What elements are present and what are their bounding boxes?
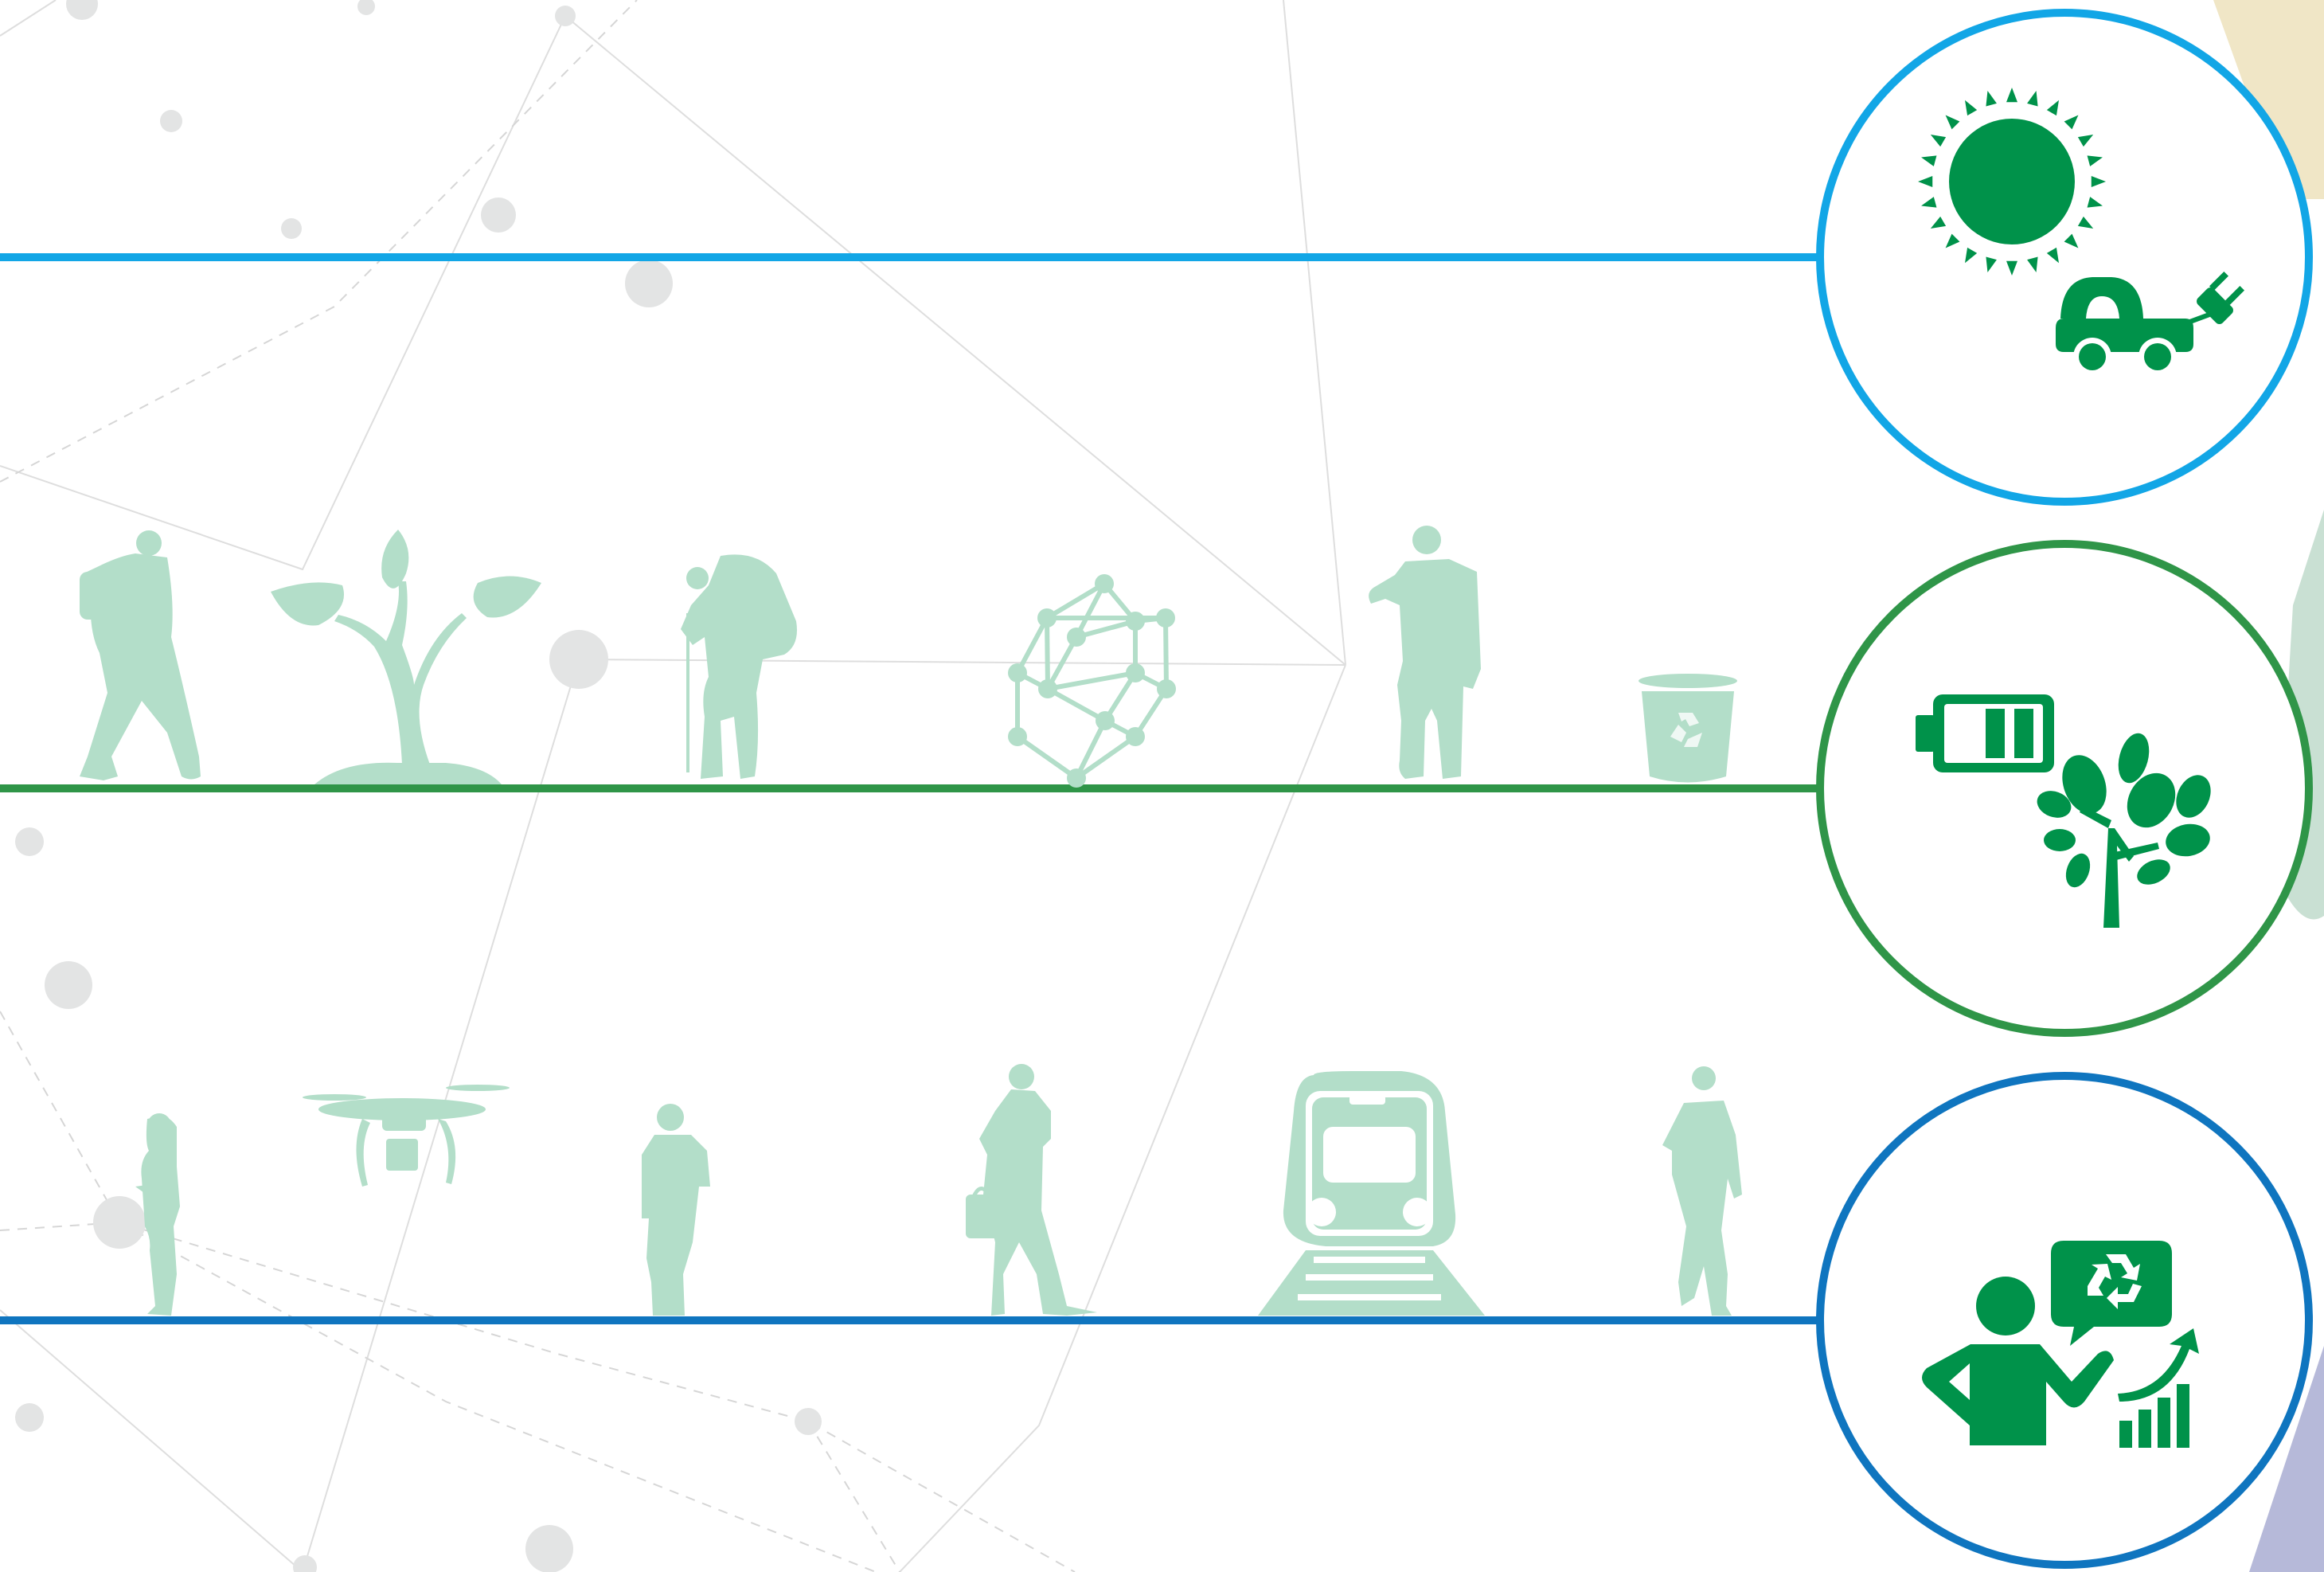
woman-with-bag-icon — [966, 1064, 1097, 1316]
middle-row-silhouettes — [80, 526, 1737, 788]
molecule-atom — [1067, 768, 1086, 788]
molecule-atom — [1008, 663, 1027, 682]
sun-ray — [1965, 100, 1978, 116]
molecule-bond — [1045, 581, 1106, 620]
molecule-atom — [1126, 727, 1145, 746]
molecule-atom — [1038, 679, 1057, 698]
sun-ray — [1921, 155, 1937, 166]
woman-standing-icon — [135, 1113, 180, 1316]
sun-icon — [1918, 88, 2106, 276]
train-icon — [1258, 1071, 1485, 1316]
battery-and-tree-icon — [1916, 694, 2211, 928]
tier-line-top — [0, 253, 1823, 261]
molecule-bond — [1045, 617, 1050, 690]
molecule-bond — [1046, 686, 1107, 723]
sun-ray — [2006, 260, 2017, 276]
sun-ray — [1918, 176, 1933, 187]
molecule-atom — [1008, 727, 1027, 746]
sun-ray — [2087, 155, 2103, 166]
sun-ray — [2077, 216, 2094, 229]
molecule-atom — [1096, 711, 1115, 730]
molecule-atom — [1067, 628, 1086, 647]
sun-ray — [1930, 135, 1947, 147]
battery-icon — [1916, 694, 2054, 772]
molecule-atom — [1037, 608, 1057, 628]
corner-tan-shape — [2213, 0, 2324, 199]
sun-ray — [1921, 197, 1937, 208]
sun-ray — [2091, 176, 2106, 187]
molecule-bond — [1016, 734, 1078, 780]
sun-ray — [1986, 91, 1997, 107]
molecule-bond — [1045, 635, 1079, 690]
man-walking-icon — [1662, 1066, 1742, 1316]
sun-ray — [2064, 233, 2079, 248]
sun-ray — [1965, 247, 1978, 264]
sun-and-electric-car-icon — [1918, 88, 2245, 376]
hiker-icon — [80, 530, 201, 780]
sprout-icon — [271, 530, 541, 784]
molecule-bond — [1047, 671, 1136, 691]
businessman-icon — [1369, 526, 1481, 779]
network-background — [0, 0, 1346, 1572]
person-recycling-growth-icon — [1922, 1241, 2199, 1448]
sun-ray — [2027, 256, 2038, 272]
network-dots — [15, 0, 822, 1572]
molecule-atom — [1095, 574, 1114, 593]
molecule-atom — [1126, 612, 1145, 631]
tier-line-middle — [0, 784, 1823, 792]
recycling-speech-bubble-icon — [2051, 1241, 2172, 1346]
sun-ray — [2064, 115, 2079, 130]
child-icon — [642, 1104, 710, 1316]
molecule-icon — [1008, 574, 1176, 788]
person-icon — [1922, 1277, 2114, 1445]
drone-icon — [303, 1085, 510, 1187]
sun-ray — [2006, 88, 2017, 103]
sun-ray — [2027, 91, 2038, 107]
sun-ray — [2046, 247, 2059, 264]
bottom-row-silhouettes — [135, 1064, 1742, 1316]
molecule-bond — [1074, 582, 1107, 639]
sun-ray — [1986, 256, 1997, 272]
sun-ray — [1930, 216, 1947, 229]
sun-ray — [2087, 197, 2103, 208]
tier-line-bottom — [0, 1316, 1823, 1324]
molecule-bond — [1075, 734, 1137, 780]
sun-ray — [2046, 100, 2059, 116]
sun-ray — [1945, 233, 1960, 248]
molecule-atom — [1157, 679, 1176, 698]
recycle-bin-icon — [1639, 674, 1737, 783]
sun-ray — [2077, 135, 2094, 147]
tree-icon — [2037, 733, 2211, 928]
molecule-atom — [1126, 663, 1145, 682]
tier-circle-top — [1816, 9, 2313, 506]
sun-ray — [1945, 115, 1960, 130]
molecule-bond — [1076, 619, 1136, 639]
backpacker-icon — [681, 554, 797, 779]
electric-car-icon — [2056, 271, 2245, 376]
corner-lavender-shape — [2249, 1346, 2324, 1572]
molecule-atom — [1156, 608, 1175, 628]
growth-chart-icon — [2118, 1328, 2199, 1448]
molecule-bond — [1015, 616, 1049, 675]
molecule-bond — [1074, 719, 1107, 780]
